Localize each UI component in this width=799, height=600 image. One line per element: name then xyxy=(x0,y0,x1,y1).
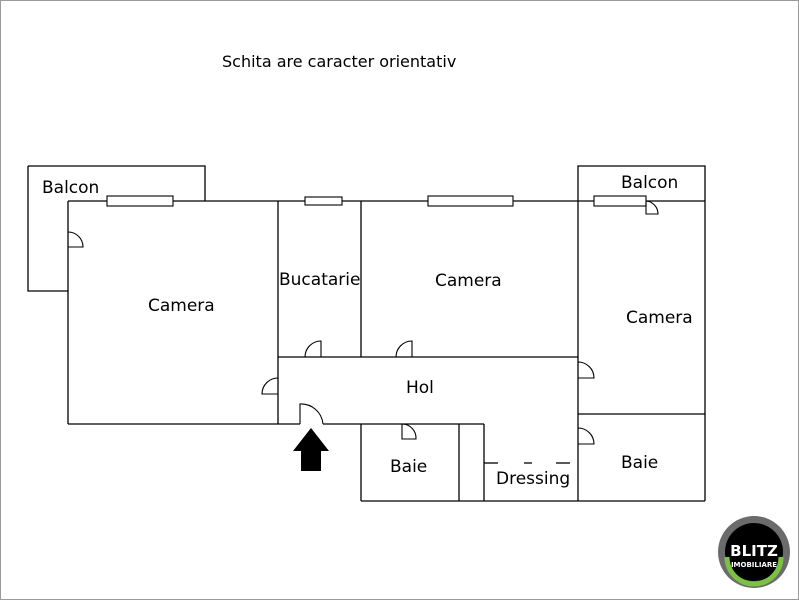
logo-sub: IMOBILIARE xyxy=(731,561,777,569)
logo-green-arc xyxy=(724,556,784,587)
logo-inner-circle xyxy=(725,523,783,581)
label-balcon-left: Balcon xyxy=(42,178,99,198)
label-camera-right: Camera xyxy=(626,308,693,328)
walls xyxy=(27,165,706,502)
blitz-logo: BLITZ IMOBILIARE xyxy=(718,516,790,588)
label-baie-left: Baie xyxy=(390,457,427,477)
label-baie-right: Baie xyxy=(621,453,658,473)
label-dressing: Dressing xyxy=(496,469,570,489)
door-bucatarie xyxy=(304,340,322,358)
door-baie-right xyxy=(577,427,595,445)
door-camera-middle xyxy=(395,340,413,358)
doors xyxy=(67,200,659,445)
label-camera-middle: Camera xyxy=(435,271,502,291)
entrance-arrow-icon xyxy=(293,428,329,471)
window-camera-middle xyxy=(427,195,514,207)
label-balcon-right: Balcon xyxy=(621,173,678,193)
window-camera-left xyxy=(106,195,174,207)
label-camera-left: Camera xyxy=(148,296,215,316)
label-bucatarie: Bucatarie xyxy=(279,270,360,290)
door-entrance xyxy=(299,403,324,425)
windows xyxy=(106,195,647,207)
door-camera-left xyxy=(261,377,279,395)
plan-note: Schita are caracter orientativ xyxy=(222,52,456,71)
logo-brand: BLITZ xyxy=(730,542,778,560)
window-camera-right xyxy=(593,195,647,207)
door-balcon-left xyxy=(67,231,84,248)
label-hol: Hol xyxy=(406,378,434,398)
door-baie-left xyxy=(401,423,417,440)
door-balcon-right xyxy=(645,200,659,215)
door-camera-right xyxy=(577,361,595,379)
window-bucatarie xyxy=(304,196,343,206)
